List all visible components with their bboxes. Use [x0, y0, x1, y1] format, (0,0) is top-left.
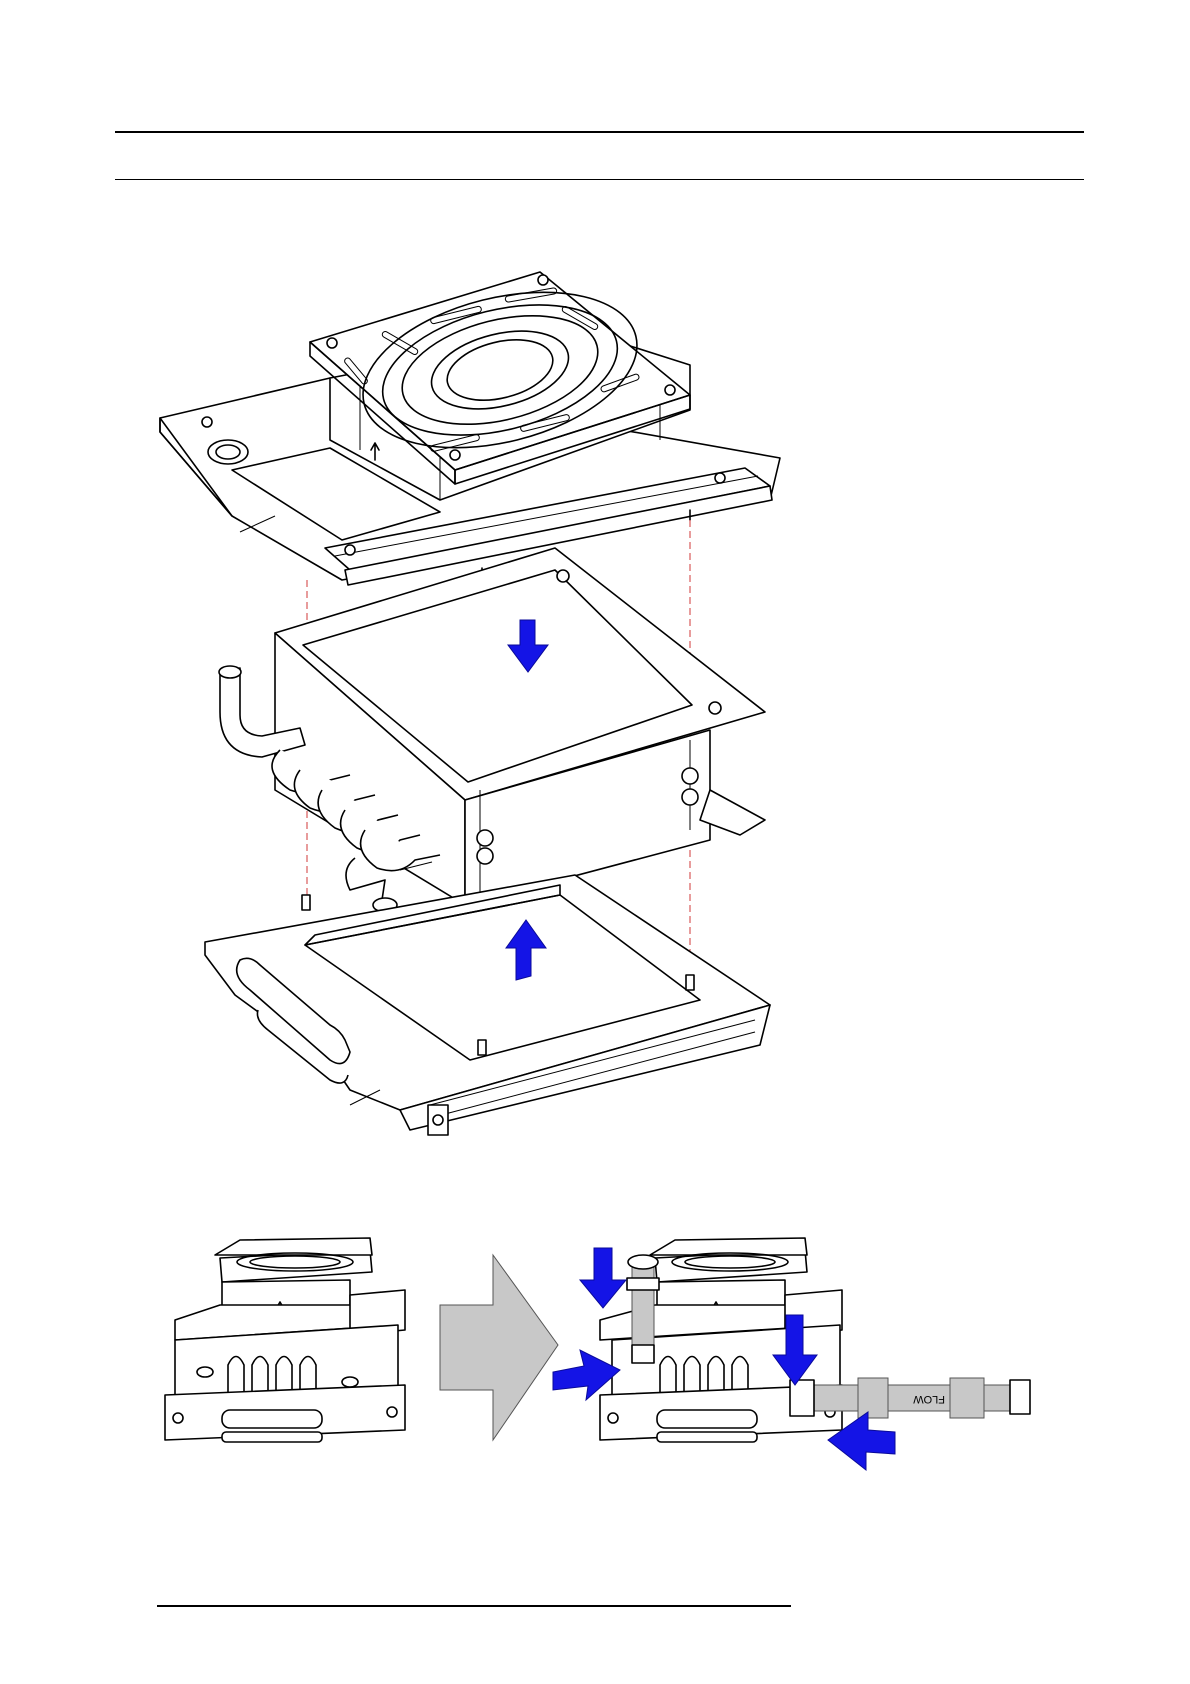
heat-exchanger-block	[219, 548, 765, 912]
footer-rule	[157, 1605, 791, 1607]
fan-top-plate	[160, 266, 780, 585]
